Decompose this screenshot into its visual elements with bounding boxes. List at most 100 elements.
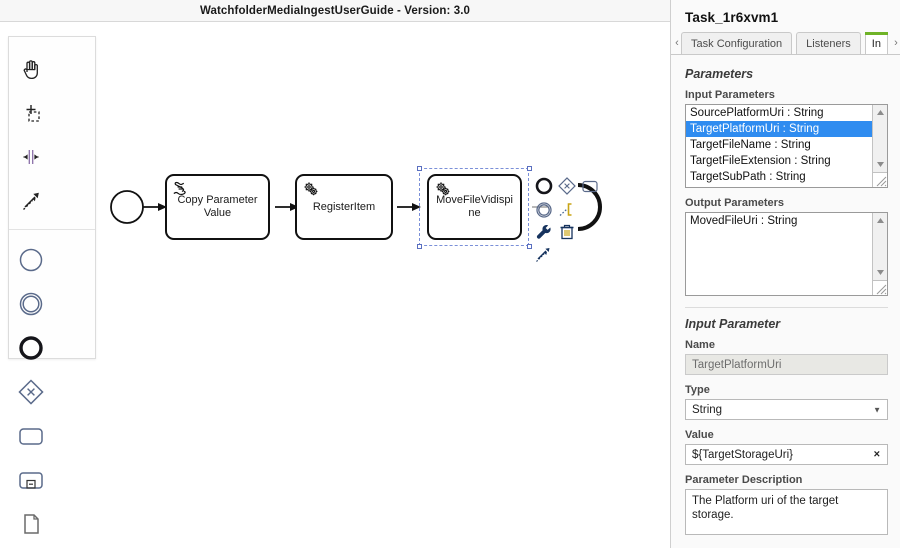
bpmn-palette <box>8 36 96 534</box>
resize-handle-nw[interactable] <box>417 166 422 171</box>
intermediate-event-icon <box>16 289 46 319</box>
input-parameters-resize-grip[interactable] <box>872 172 887 187</box>
task-selection-outline <box>419 168 529 246</box>
palette-space-tool[interactable] <box>9 135 53 179</box>
properties-panel: Task_1r6xvm1 ‹ Task Configuration Listen… <box>670 0 900 548</box>
scroll-up-icon[interactable] <box>873 105 887 119</box>
service-task-icon <box>434 180 453 204</box>
parameter-description-label: Parameter Description <box>685 474 803 486</box>
resize-handle-sw[interactable] <box>417 244 422 249</box>
tab-listeners[interactable]: Listeners <box>796 32 861 54</box>
palette-lasso-tool[interactable] <box>9 91 53 135</box>
value-input[interactable] <box>685 444 888 465</box>
output-parameters-resize-grip[interactable] <box>872 280 887 295</box>
subprocess-icon <box>16 465 46 495</box>
intermediate-event-icon <box>534 200 554 225</box>
value-field-group: Value × <box>685 429 888 465</box>
bpmn-connections <box>110 183 602 231</box>
input-parameters-listbox[interactable]: SourcePlatformUri : String TargetPlatfor… <box>685 104 888 188</box>
connect-arrow-icon <box>18 188 44 214</box>
task-copy-parameter-value[interactable]: Copy Parameter Value <box>165 174 270 240</box>
properties-body: Parameters Input Parameters SourcePlatfo… <box>671 55 900 540</box>
start-event <box>110 190 144 224</box>
context-pad-append-task[interactable] <box>579 177 601 199</box>
task-move-file-vidispine[interactable]: MoveFileVidispine <box>427 174 522 240</box>
wrench-icon <box>534 222 554 247</box>
palette-create-intermediate-event[interactable] <box>9 282 53 326</box>
palette-create-subprocess[interactable] <box>9 458 53 502</box>
trash-icon <box>557 222 577 247</box>
context-pad-append-gateway[interactable] <box>556 176 578 201</box>
data-object-icon <box>16 509 46 539</box>
task-label: MoveFileVidispine <box>436 194 513 219</box>
resize-handle-se[interactable] <box>527 244 532 249</box>
context-pad-append-intermediate-event[interactable] <box>533 201 555 223</box>
service-task-icon <box>302 180 321 204</box>
value-label: Value <box>685 429 714 441</box>
context-pad-append-text-annotation[interactable] <box>556 201 578 223</box>
input-parameters-label: Input Parameters <box>685 89 775 101</box>
task-label: RegisterItem <box>312 200 376 213</box>
properties-tabbar: ‹ Task Configuration Listeners In › <box>671 31 900 55</box>
script-task-icon <box>172 180 189 202</box>
list-item[interactable]: MovedFileUri : String <box>690 215 798 227</box>
palette-shapes-group <box>9 229 95 548</box>
palette-create-data-object[interactable] <box>9 502 53 546</box>
resize-handle-ne[interactable] <box>527 166 532 171</box>
context-pad-change-type[interactable] <box>533 223 555 245</box>
end-event-icon <box>16 333 46 363</box>
name-field-group: Name <box>685 339 888 375</box>
context-pad-delete-element[interactable] <box>556 223 578 245</box>
hand-icon <box>18 56 44 82</box>
list-item[interactable]: TargetFileExtension : String <box>690 155 831 167</box>
palette-global-connect-tool[interactable] <box>9 179 53 223</box>
name-label: Name <box>685 339 715 351</box>
section-divider <box>685 307 888 308</box>
palette-tools-group <box>9 47 95 223</box>
scroll-down-icon[interactable] <box>873 265 887 279</box>
space-tool-icon <box>18 144 44 170</box>
tab-input-output[interactable]: In <box>864 32 889 54</box>
type-label: Type <box>685 384 710 396</box>
list-item[interactable]: TargetFileName : String <box>690 139 811 151</box>
parameter-description-textarea[interactable] <box>685 489 888 535</box>
palette-create-task[interactable] <box>9 414 53 458</box>
lasso-icon <box>18 100 44 126</box>
gateway-icon <box>16 377 46 407</box>
context-pad <box>533 176 605 269</box>
palette-hand-tool[interactable] <box>9 47 53 91</box>
palette-create-end-event[interactable] <box>9 326 53 370</box>
tab-scroll-right[interactable]: › <box>894 37 898 49</box>
task-register-item[interactable]: RegisterItem <box>295 174 393 240</box>
palette-create-start-event[interactable] <box>9 238 53 282</box>
scroll-up-icon[interactable] <box>873 213 887 227</box>
palette-create-gateway[interactable] <box>9 370 53 414</box>
connect-arrow-icon <box>534 244 554 269</box>
output-parameters-listbox[interactable]: MovedFileUri : String <box>685 212 888 296</box>
task-icon <box>16 421 46 451</box>
element-name-title: Task_1r6xvm1 <box>685 10 779 25</box>
task-label: Copy Parameter Value <box>177 194 258 219</box>
text-annotation-icon <box>557 200 577 225</box>
tab-scroll-left[interactable]: ‹ <box>675 37 679 49</box>
clear-value-icon[interactable]: × <box>873 448 880 460</box>
name-input <box>685 354 888 375</box>
bpmn-canvas[interactable]: Copy Parameter Value RegisterItem <box>0 22 670 548</box>
parameters-section-title: Parameters <box>685 67 754 81</box>
tab-task-configuration[interactable]: Task Configuration <box>681 32 793 54</box>
list-item[interactable]: SourcePlatformUri : String <box>690 107 824 119</box>
context-pad-append-end-event[interactable] <box>533 177 555 199</box>
context-pad-connect-element[interactable] <box>533 245 555 267</box>
properties-header: Task_1r6xvm1 <box>671 0 900 31</box>
list-item[interactable]: TargetPlatformUri : String <box>686 121 887 137</box>
end-event <box>577 183 602 231</box>
type-select[interactable] <box>685 399 888 420</box>
list-item[interactable]: TargetSubPath : String <box>690 171 806 183</box>
scroll-down-icon[interactable] <box>873 157 887 171</box>
output-parameters-scrollbar[interactable] <box>872 213 887 295</box>
gateway-icon <box>557 176 577 201</box>
type-field-group: Type ▼ <box>685 384 888 420</box>
output-parameters-label: Output Parameters <box>685 197 785 209</box>
input-parameters-scrollbar[interactable] <box>872 105 887 187</box>
